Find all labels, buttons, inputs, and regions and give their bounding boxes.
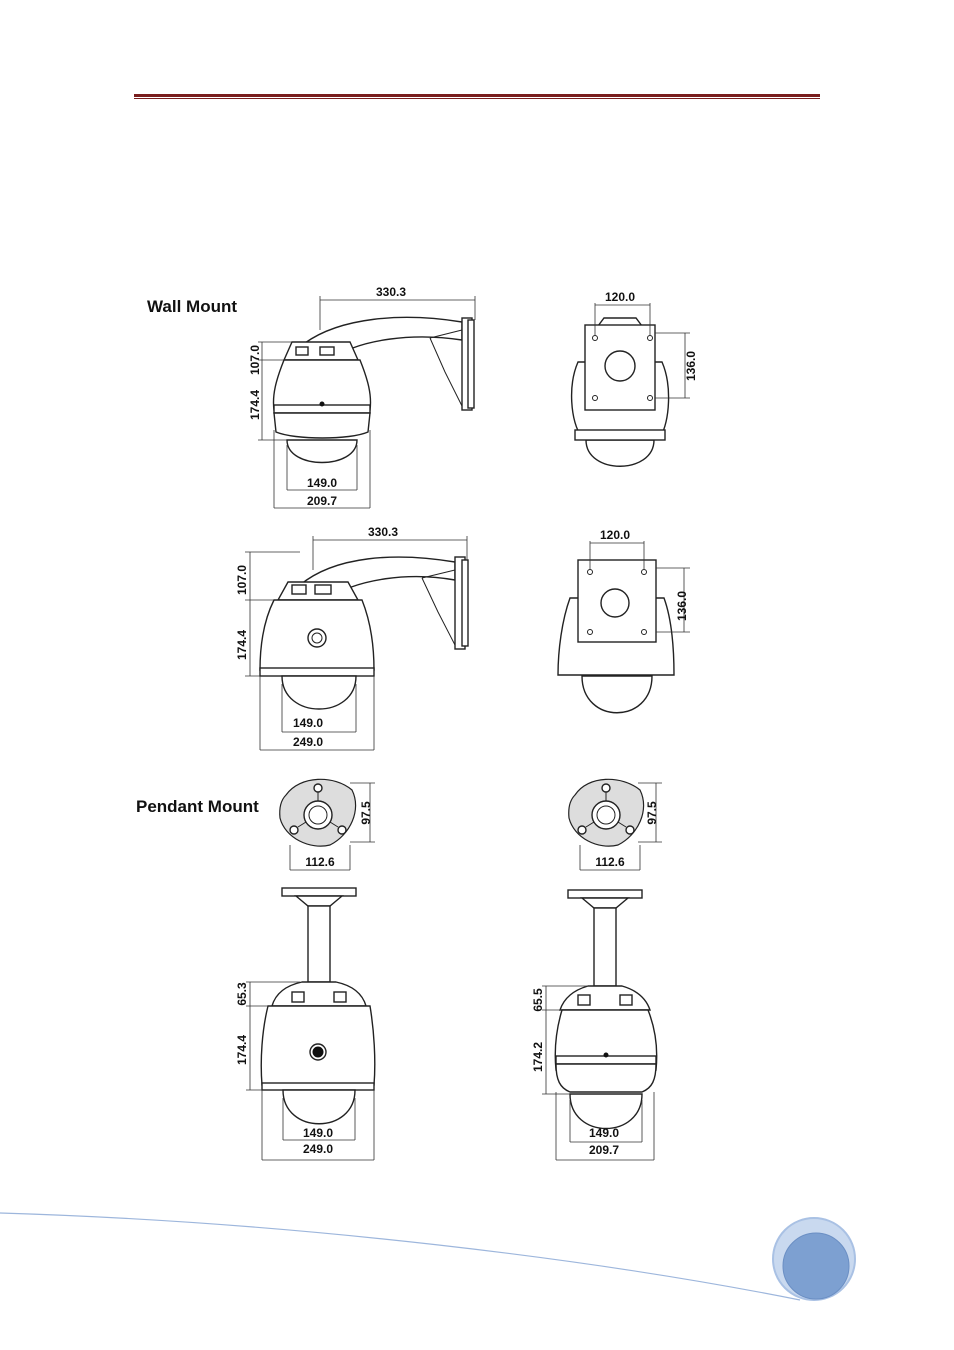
drawing-wall-side-2: 330.3 107.0 174.4 149.0 249.0	[235, 525, 468, 750]
dim-top-height: 97.5	[359, 801, 373, 825]
dim-body-height: 174.4	[235, 630, 249, 660]
dim-top-height: 65.5	[531, 988, 545, 1012]
drawing-pendant-top-2: 97.5 112.6	[569, 779, 662, 870]
drawing-wall-back-1: 120.0 136.0	[572, 290, 698, 466]
dim-body-height: 174.2	[531, 1042, 545, 1072]
drawing-pendant-side-2: 65.5 174.2 149.0 209.7	[531, 890, 657, 1160]
dim-dome-width: 149.0	[293, 716, 323, 730]
dim-outer-width: 209.7	[307, 494, 337, 508]
page-circle-inner	[783, 1233, 849, 1299]
dim-top-height: 65.3	[235, 982, 249, 1006]
drawing-wall-side-1: 330.3 107.0 174.4 149.0 209.7	[248, 285, 475, 508]
drawing-wall-back-2: 120.0 136.0	[558, 528, 690, 713]
dim-top-width: 112.6	[595, 855, 625, 869]
dim-arm-length: 330.3	[368, 525, 398, 539]
dim-dome-width: 149.0	[307, 476, 337, 490]
dim-body-height: 174.4	[235, 1035, 249, 1065]
dim-top-width: 112.6	[305, 855, 335, 869]
dim-dome-width: 149.0	[303, 1126, 333, 1140]
dim-top-height: 107.0	[235, 565, 249, 595]
dim-bracket-width: 120.0	[600, 528, 630, 542]
dim-top-height: 97.5	[645, 801, 659, 825]
drawing-pendant-side-1: 65.3 174.4 149.0 249.0	[235, 888, 375, 1160]
dim-arm-length: 330.3	[376, 285, 406, 299]
dim-top-height: 107.0	[248, 345, 262, 375]
dim-bracket-height: 136.0	[684, 351, 698, 381]
dim-outer-width: 209.7	[589, 1143, 619, 1157]
dim-outer-width: 249.0	[293, 735, 323, 749]
dim-body-height: 174.4	[248, 390, 262, 420]
dim-dome-width: 149.0	[589, 1126, 619, 1140]
drawing-pendant-top-1: 97.5 112.6	[280, 779, 375, 870]
dim-bracket-width: 120.0	[605, 290, 635, 304]
dim-bracket-height: 136.0	[675, 591, 689, 621]
dim-outer-width: 249.0	[303, 1142, 333, 1156]
footer-line	[0, 1213, 800, 1300]
